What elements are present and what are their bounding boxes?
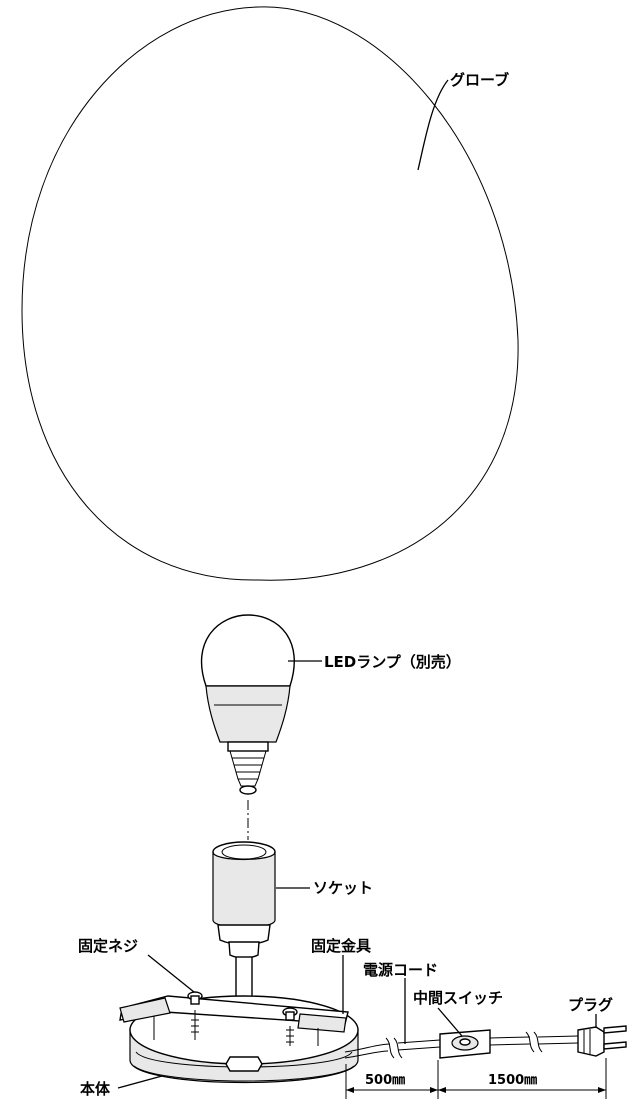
- inline-switch-label: 中間スイッチ: [413, 989, 503, 1007]
- led-lamp: [200, 614, 295, 795]
- fixing-screw-left: [187, 991, 203, 1040]
- socket-label: ソケット: [313, 879, 373, 897]
- plug-label: プラグ: [568, 996, 613, 1014]
- fixing-screw-right: [282, 1007, 298, 1046]
- globe: [21, 6, 519, 581]
- fixing-bracket-label: 固定金具: [311, 937, 371, 955]
- power-cord: [344, 1031, 579, 1059]
- globe-label: グローブ: [450, 71, 509, 89]
- fixing-bracket: [119, 995, 349, 1033]
- socket: [212, 841, 276, 959]
- fixing-screw-label: 固定ネジ: [78, 937, 138, 955]
- inline-switch-leader-line: [437, 1007, 463, 1037]
- inline-switch: [439, 1029, 491, 1059]
- dimension-switch-to-plug: 1500㎜: [488, 1073, 537, 1088]
- plug: [577, 1025, 627, 1057]
- globe-leader-line: [417, 79, 449, 171]
- body-leader-line: [117, 1075, 163, 1089]
- dimension-lines: [345, 1058, 607, 1099]
- power-cord-label: 電源コード: [363, 961, 438, 979]
- fixing-screw-leader-line: [147, 954, 195, 993]
- led-lamp-label: LEDランプ（別売）: [324, 653, 461, 671]
- dimension-cord-to-switch: 500㎜: [365, 1073, 405, 1088]
- body-label: 本体: [80, 1080, 111, 1098]
